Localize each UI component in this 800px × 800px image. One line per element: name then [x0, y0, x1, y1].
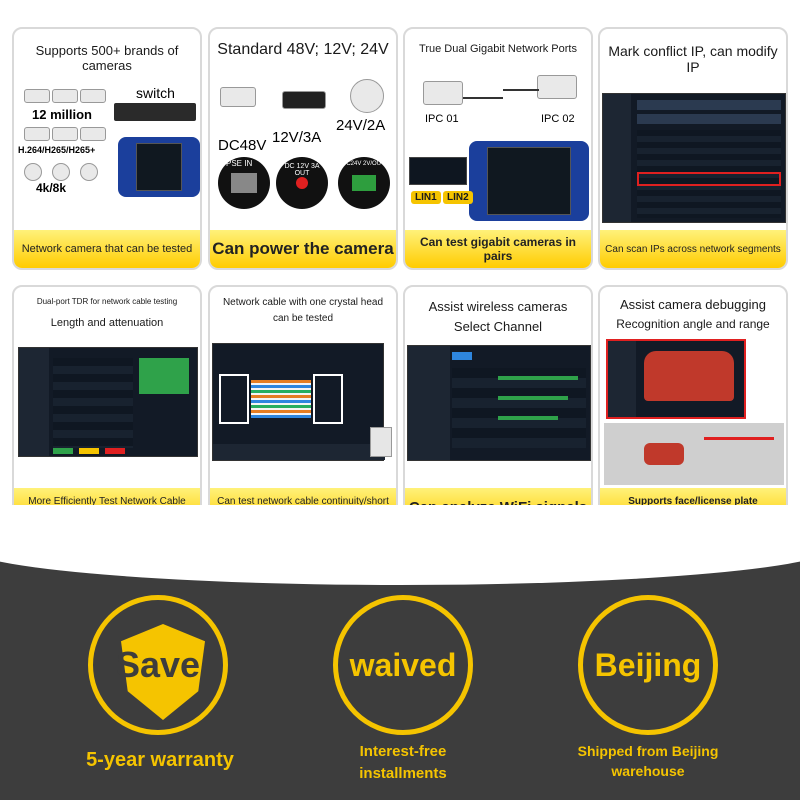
- tester-device: [469, 141, 589, 221]
- 24v-label: 24V/2A: [336, 117, 386, 134]
- parking-scene: [604, 423, 784, 485]
- installments-badge: waived: [333, 595, 473, 735]
- camera-icon: [80, 127, 106, 141]
- card-dual-ports: True Dual Gigabit Network Ports IPC 01 I…: [403, 27, 593, 270]
- conflict-highlight: [637, 172, 781, 186]
- 4k-label: 4k/8k: [36, 181, 67, 195]
- card-title-line1: Assist wireless cameras: [428, 299, 568, 314]
- card-power-output: Standard 48V; 12V; 24V DC48V 12V/3A 24V/…: [208, 27, 398, 270]
- card-wifi: Assist wireless cameras Select Channel C…: [403, 285, 593, 528]
- dc48v-label: DC48V: [218, 137, 267, 154]
- badge-word: Save: [115, 644, 201, 685]
- ipc02-label: IPC 02: [541, 113, 575, 125]
- camera-icon: [52, 89, 78, 103]
- dc-port-icon: [276, 157, 328, 209]
- warranty-text: 5-year warranty: [86, 749, 234, 771]
- wave-divider: [0, 505, 800, 585]
- card-title-line2: Select Channel: [453, 319, 543, 334]
- camera-icon: [423, 81, 463, 105]
- camera-icon: [80, 89, 106, 103]
- shipping-text-line2: warehouse: [611, 763, 685, 779]
- dc24v-label: DC24V 2V/OUT: [342, 161, 385, 167]
- card-title: Mark conflict IP, can modify IP: [608, 43, 778, 75]
- card-caption: Can scan IPs across network segments: [600, 230, 786, 268]
- camera-icon: [24, 89, 50, 103]
- tdr-screen: [18, 347, 198, 457]
- camera-icon: [220, 87, 256, 107]
- rj45-connector-icon: [370, 427, 392, 457]
- installments-text-line1: Interest-free: [359, 743, 447, 760]
- cable-line: [463, 97, 503, 99]
- dome-camera-icon: [80, 163, 98, 181]
- bullet-camera-icon: [282, 91, 326, 109]
- card-title: True Dual Gigabit Network Ports: [419, 43, 577, 55]
- card-title: Standard 48V; 12V; 24V: [217, 41, 389, 58]
- card-ip-conflict: Mark conflict IP, can modify IP Can scan…: [598, 27, 788, 270]
- dome-camera-icon: [24, 163, 42, 181]
- switch-icon: [114, 103, 196, 121]
- lin1-label: LIN1: [411, 191, 441, 204]
- lin2-label: LIN2: [443, 191, 473, 204]
- ipc01-label: IPC 01: [425, 113, 459, 125]
- card-caption: Can test gigabit cameras in pairs: [405, 230, 591, 268]
- camera-icon: [52, 127, 78, 141]
- shipping-badge: Beijing: [578, 595, 718, 735]
- card-cable-test: Network cable with one crystal head can …: [208, 285, 398, 528]
- card-title-line1: Network cable with one crystal head: [222, 297, 384, 308]
- resolution-label: 12 million: [32, 107, 92, 122]
- card-tdr: Dual-port TDR for network cable testing …: [12, 285, 202, 528]
- dome-camera-icon: [350, 79, 384, 113]
- card-title-line2: can be tested: [272, 313, 334, 324]
- wifi-screen: [407, 345, 591, 461]
- card-title-line1: Assist camera debugging: [620, 297, 766, 312]
- badge-word: Beijing: [594, 646, 702, 683]
- card-camera-brands: Supports 500+ brands of cameras 12 milli…: [12, 27, 202, 270]
- warranty-badge: Save: [88, 595, 228, 735]
- pse-in-label: PSE IN: [226, 159, 253, 168]
- shipping-text-line1: Shipped from Beijing: [577, 743, 719, 759]
- car-image: [644, 351, 734, 401]
- card-caption: Can power the camera: [210, 230, 396, 268]
- benefits-band: Save 5-year warranty waived Interest-fre…: [0, 505, 800, 800]
- 12v-label: 12V/3A: [272, 129, 322, 146]
- recognition-screen: [606, 339, 746, 419]
- terminal-port-icon: [338, 157, 390, 209]
- rj45-port-icon: [218, 157, 270, 209]
- cable-test-screen: [212, 343, 385, 461]
- cable-line: [503, 89, 539, 91]
- dome-camera-icon: [52, 163, 70, 181]
- feature-grid: Supports 500+ brands of cameras 12 milli…: [12, 27, 788, 528]
- badge-word: waived: [349, 646, 457, 683]
- card-caption: Network camera that can be tested: [14, 230, 200, 268]
- screen-overlay: [409, 157, 467, 185]
- camera-icon: [537, 75, 577, 99]
- card-title: Supports 500+ brands of cameras: [35, 43, 179, 73]
- card-title-line2: Length and attenuation: [50, 317, 164, 329]
- camera-icon: [24, 127, 50, 141]
- dc12v-label: DC 12V 3A OUT: [284, 163, 320, 177]
- ip-scan-screen: [602, 93, 786, 223]
- switch-label: switch: [136, 85, 175, 101]
- card-title-line1: Dual-port TDR for network cable testing: [36, 297, 178, 306]
- codec-label: H.264/H265/H265+: [18, 145, 96, 155]
- card-title-line2: Recognition angle and range: [616, 317, 770, 331]
- tester-device: [118, 137, 200, 197]
- card-recognition: Assist camera debugging Recognition angl…: [598, 285, 788, 528]
- installments-text-line2: installments: [359, 765, 447, 782]
